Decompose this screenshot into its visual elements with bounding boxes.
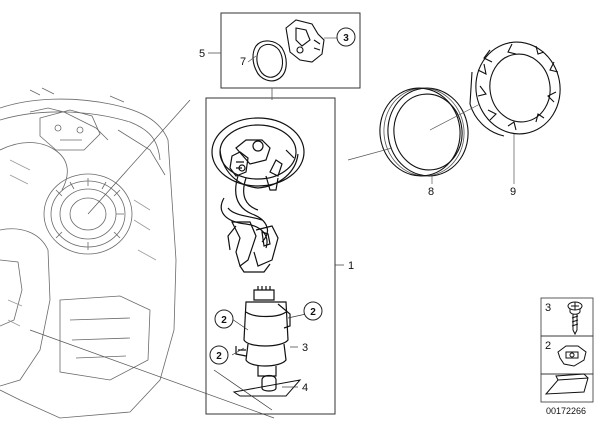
fuel-tank-illustration [0, 87, 177, 419]
main-leader-lines [213, 264, 344, 411]
callout-bubble-gasket-screw: 3 [336, 27, 356, 47]
svg-text:2: 2 [221, 315, 227, 326]
callout-filter-base: 4 [302, 382, 308, 394]
clip-icon [557, 345, 587, 367]
sealing-ring-leader [347, 147, 393, 161]
callout-main-assembly: 1 [348, 260, 354, 272]
callout-lock-ring: 9 [510, 186, 516, 198]
callout-gasket-kit: 5 [199, 48, 205, 60]
pad-icon [544, 373, 589, 395]
screw-icon [567, 301, 583, 336]
tank-leader-line [29, 99, 275, 419]
callout-sealing-ring: 8 [428, 186, 434, 198]
main-assembly-frame [205, 97, 336, 415]
fuel-pump-module-illustration [211, 117, 305, 397]
parts-legend: 3 2 [540, 297, 594, 403]
svg-text:3: 3 [343, 33, 349, 44]
sealing-ring-illustration [379, 87, 469, 177]
oring-leader [247, 55, 257, 63]
callout-pump-screw: 3 [302, 342, 308, 354]
svg-text:2: 2 [216, 351, 222, 362]
document-number: 00172266 [546, 406, 586, 416]
callout-bubble-float-lower: 2 [209, 345, 229, 365]
lock-ring-leader [429, 103, 481, 131]
svg-text:2: 2 [310, 307, 316, 318]
gasket-kit-illustration [252, 19, 325, 82]
callout-bubble-float-mid: 2 [303, 301, 323, 321]
gasket-kit-frame [220, 12, 361, 89]
legend-screw-number: 3 [545, 302, 551, 314]
lock-ring-illustration [469, 41, 561, 137]
callout-bubble-float-top: 2 [214, 309, 234, 329]
callout-oring: 7 [240, 56, 246, 68]
legend-clip-number: 2 [545, 340, 551, 352]
